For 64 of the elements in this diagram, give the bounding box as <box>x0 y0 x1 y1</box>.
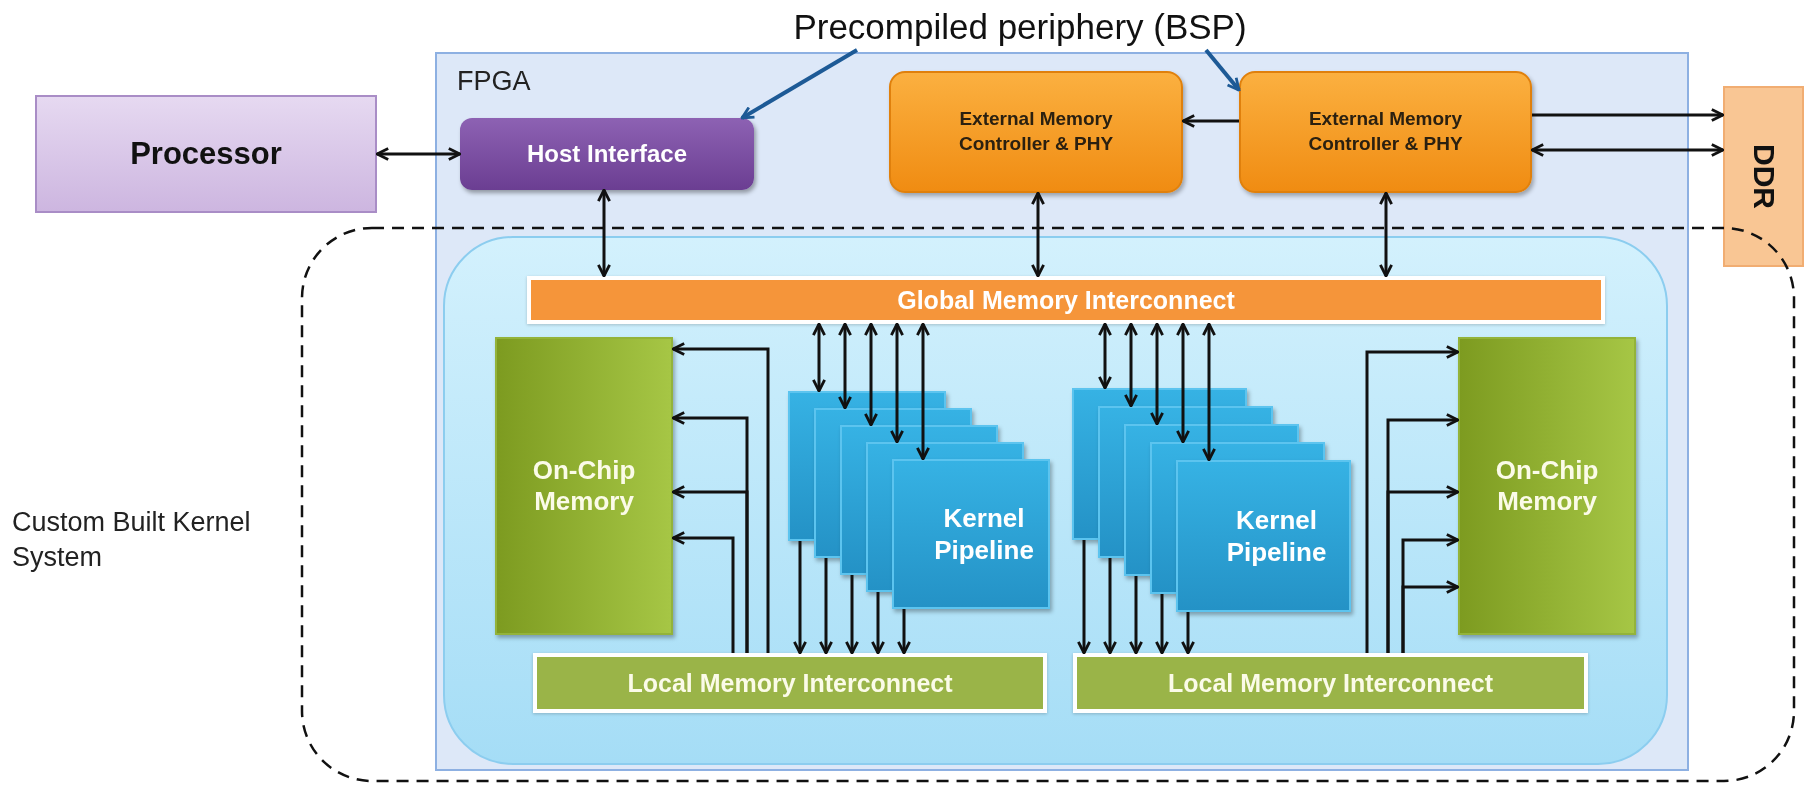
memory-block <box>495 337 673 635</box>
block-label: On-Chip Memory <box>531 454 637 518</box>
double-headed-arrow <box>838 322 852 410</box>
region-label: Custom Built Kernel System <box>12 506 252 575</box>
arrow <box>1129 576 1143 655</box>
double-headed-arrow <box>1098 322 1112 390</box>
heading-text: Precompiled periphery (BSP) <box>760 4 1280 50</box>
arrow <box>671 485 749 653</box>
arrow <box>1077 540 1091 655</box>
arrow <box>1532 108 1725 122</box>
double-headed-arrow <box>1124 322 1138 408</box>
arrow <box>1181 114 1239 128</box>
arrow <box>1181 612 1195 655</box>
double-headed-arrow <box>812 322 826 393</box>
interconnect-bar <box>527 276 1605 324</box>
arrow <box>897 609 911 655</box>
box-label: External Memory Controller & PHY <box>957 107 1115 156</box>
box-label: Processor <box>130 136 282 172</box>
processor-box <box>35 95 377 213</box>
bar-label: Global Memory Interconnect <box>897 285 1235 315</box>
arrow <box>871 592 885 655</box>
fpga-panel <box>435 52 1689 771</box>
kernel-pipeline-stack <box>788 391 1050 609</box>
arrow <box>1103 558 1117 655</box>
double-headed-arrow <box>597 188 611 278</box>
stack-label: Kernel Pipeline <box>1225 503 1328 569</box>
panel-label: FPGA <box>457 66 531 97</box>
arrow <box>819 558 833 655</box>
double-headed-arrow <box>1202 322 1216 462</box>
memory-block <box>1458 337 1636 635</box>
arrow <box>1155 594 1169 655</box>
arrow <box>1204 48 1241 92</box>
kernel-system-panel <box>443 236 1668 765</box>
host-interface-box <box>460 118 754 190</box>
arrow <box>1365 345 1460 653</box>
bar-label: Local Memory Interconnect <box>1167 668 1494 698</box>
arrow <box>671 342 770 653</box>
double-headed-arrow <box>1176 322 1190 444</box>
box-label: DDR <box>1746 144 1781 209</box>
double-headed-arrow <box>916 322 930 461</box>
double-headed-arrow <box>864 322 878 427</box>
double-headed-arrow <box>375 147 462 161</box>
block-label: On-Chip Memory <box>1494 454 1600 518</box>
ddr-box <box>1723 86 1804 267</box>
bar-label: Local Memory Interconnect <box>627 668 953 698</box>
double-headed-arrow <box>1530 143 1725 157</box>
double-headed-arrow <box>890 322 904 444</box>
double-headed-arrow <box>1150 322 1164 426</box>
arrow <box>1401 580 1460 653</box>
arrow <box>845 575 859 655</box>
box-label: External Memory Controller & PHY <box>1307 107 1464 156</box>
box-label: Host Interface <box>526 140 687 168</box>
interconnect-bar <box>533 653 1047 713</box>
arrow <box>793 541 807 655</box>
double-headed-arrow <box>1031 191 1045 278</box>
double-headed-arrow <box>1379 191 1393 278</box>
kernel-pipeline-stack <box>1072 388 1351 612</box>
memory-controller-box <box>889 71 1183 193</box>
stack-label: Kernel Pipeline <box>933 501 1035 567</box>
arrow <box>671 531 735 653</box>
arrow <box>740 48 858 120</box>
arrow <box>1386 485 1460 653</box>
memory-controller-box <box>1239 71 1532 193</box>
interconnect-bar <box>1073 653 1588 713</box>
